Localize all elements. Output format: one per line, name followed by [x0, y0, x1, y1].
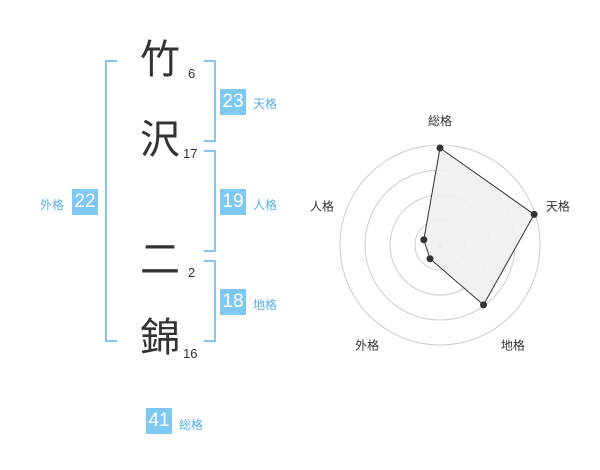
name-char-4: 錦: [140, 315, 180, 361]
soukaku-label: 総格: [179, 418, 204, 432]
jinkaku-label: 人格: [253, 198, 278, 212]
radar-axis-label: 総格: [428, 113, 452, 128]
stroke-count-1: 6: [188, 66, 196, 81]
stroke-count-3: 2: [188, 265, 196, 280]
gaikaku-label: 外格: [40, 198, 65, 212]
tenkaku-bracket: [204, 60, 216, 142]
radar-point: [530, 210, 538, 218]
stroke-count-4: 16: [183, 346, 198, 361]
gaikaku-value: 22: [72, 189, 98, 215]
chikaku-value: 18: [220, 289, 246, 315]
chikaku-label: 地格: [253, 298, 278, 312]
radar-axis-label: 地格: [501, 337, 525, 352]
radar-point: [436, 144, 444, 152]
name-char-2: 沢: [140, 117, 180, 163]
stroke-count-2: 17: [183, 146, 198, 161]
radar-axis-label: 外格: [355, 337, 379, 352]
chikaku-bracket: [204, 260, 216, 342]
radar-point: [420, 236, 428, 244]
name-char-3: 二: [140, 237, 180, 283]
jinkaku-value: 19: [220, 189, 246, 215]
gaikaku-bracket: [105, 60, 117, 342]
jinkaku-bracket: [204, 150, 216, 252]
name-char-1: 竹: [140, 37, 180, 83]
radar-point: [426, 255, 434, 263]
radar-axis-label: 天格: [546, 199, 570, 214]
tenkaku-label: 天格: [253, 97, 278, 111]
soukaku-value: 41: [146, 408, 172, 434]
radar-polygon: [423, 147, 535, 306]
radar-axis-label: 人格: [310, 199, 334, 214]
radar-point: [479, 301, 487, 309]
tenkaku-value: 23: [220, 89, 246, 115]
